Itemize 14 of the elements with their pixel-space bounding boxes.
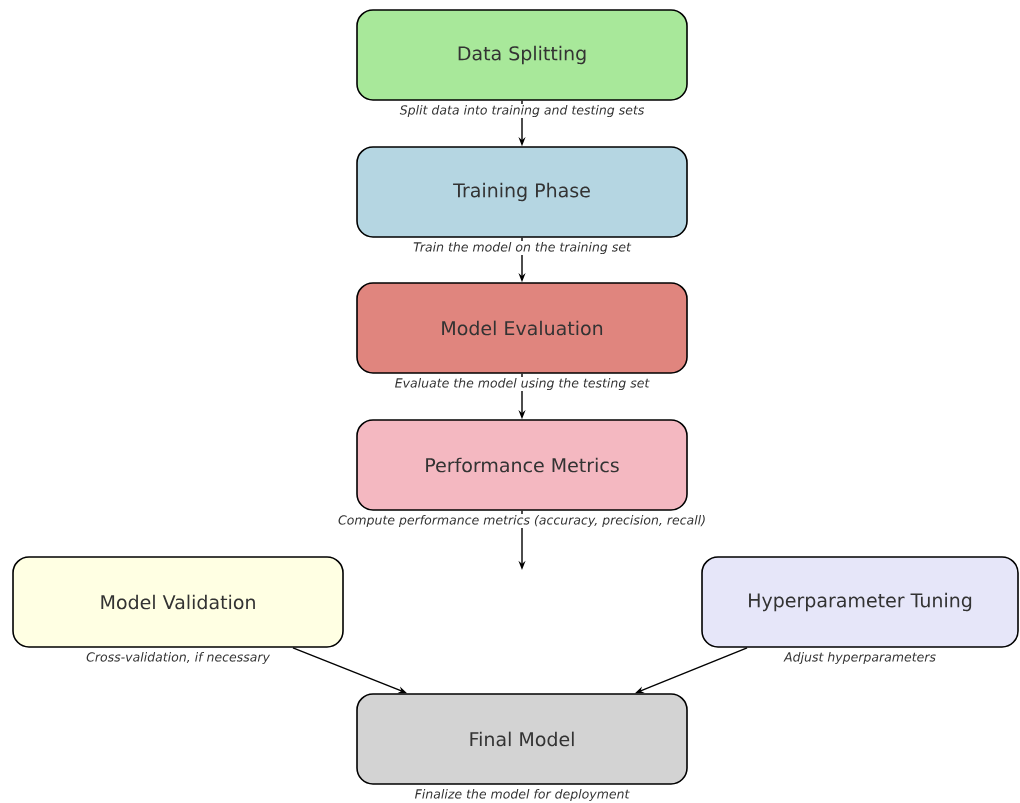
node-label: Evaluate the model using the testing set bbox=[393, 377, 651, 392]
node-label: Cross-validation, if necessary bbox=[85, 651, 271, 666]
node-label: Finalize the model for deployment bbox=[413, 788, 631, 803]
process-box: Performance Metrics bbox=[356, 419, 688, 511]
node-label: Compute performance metrics (accuracy, precision, recall) bbox=[337, 514, 707, 529]
process-box: Final Model bbox=[356, 693, 688, 785]
process-box: Training Phase bbox=[356, 146, 688, 238]
node-label: Train the model on the training set bbox=[412, 241, 632, 256]
node-label: Adjust hyperparameters bbox=[783, 651, 937, 666]
process-box: Model Evaluation bbox=[356, 282, 688, 374]
process-box: Data Splitting bbox=[356, 9, 688, 101]
process-box: Hyperparameter Tuning bbox=[701, 556, 1019, 648]
node-label: Split data into training and testing sets bbox=[398, 104, 646, 119]
process-box: Model Validation bbox=[12, 556, 344, 648]
